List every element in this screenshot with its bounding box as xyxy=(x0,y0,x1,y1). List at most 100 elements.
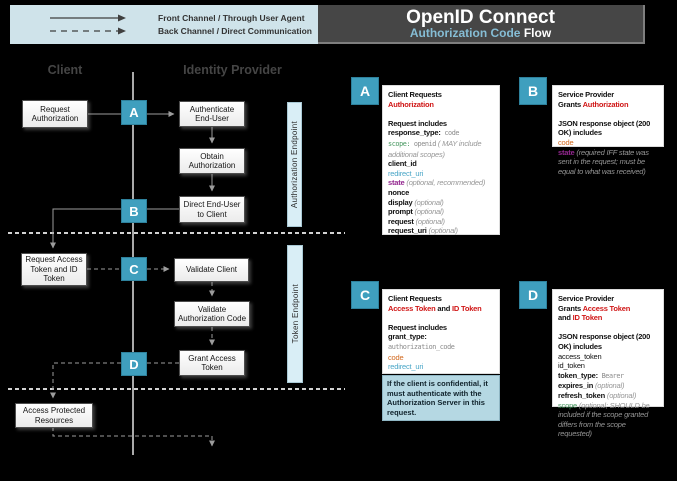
token-endpoint-label: Token Endpoint xyxy=(290,284,300,344)
panel-text-line: request (optional) xyxy=(388,217,495,227)
panel-text-span: nonce xyxy=(388,187,410,197)
panel-text-line: refresh_token (optional) xyxy=(558,391,659,401)
panel-text-span: Authorization xyxy=(388,99,434,109)
panel-text-line: Request includes xyxy=(388,119,495,129)
panel-text-span: Grants xyxy=(558,303,583,313)
legend-front-channel-row: Front Channel / Through User Agent xyxy=(48,13,318,23)
panel-text-span: Client Requests xyxy=(388,90,442,99)
panel-text-span: Authorization xyxy=(582,99,629,109)
panel-text-span: refresh_token xyxy=(558,390,606,400)
panel-text-line: access_token xyxy=(558,352,659,362)
panel-text-span: (optional) xyxy=(412,207,444,217)
panel-marker-a: A xyxy=(351,77,379,105)
panel-text-span: (optional) xyxy=(413,216,445,226)
panel-text-span: code xyxy=(558,137,574,147)
panel-text-line: id_token xyxy=(558,361,659,371)
panel-text-span: authorization_code xyxy=(388,342,455,351)
panel-text-line xyxy=(558,109,659,119)
panel-text-line: scope: openid ( MAY include additional s… xyxy=(388,139,495,159)
panel-text-span: (optional) xyxy=(593,381,625,391)
panel-text-line: request_uri (optional) xyxy=(388,226,495,236)
panel-text-line: code xyxy=(388,353,495,363)
panel-text-span: expires_in xyxy=(558,381,594,391)
flow-box-validate-client: Validate Client xyxy=(174,258,249,282)
title-banner: OpenID Connect Authorization Code Flow xyxy=(318,5,645,44)
panel-text-span: redirect_uri xyxy=(388,168,424,178)
panel-text-line: JSON response object (200 OK) includes xyxy=(558,332,659,351)
panel-text-line: Client Requests xyxy=(388,90,495,100)
panel-text-line: JSON response object (200 OK) includes xyxy=(558,119,659,138)
panel-text-line: grant_type: xyxy=(388,332,495,342)
panel-text-span: and xyxy=(558,313,573,323)
page-title: OpenID Connect xyxy=(406,6,555,28)
panel-text-span: redirect_uri xyxy=(388,362,424,372)
legend-front-channel-label: Front Channel / Through User Agent xyxy=(158,13,305,23)
page-subtitle: Authorization Code Flow xyxy=(409,25,552,40)
panel-text-line: Grants Authorization xyxy=(558,100,659,110)
panel-text-line: Client Requests xyxy=(388,294,495,304)
panel-text-line: prompt (optional) xyxy=(388,207,495,217)
panel-text-span: Grants xyxy=(558,99,583,109)
panel-text-span: ID Token xyxy=(452,303,482,313)
panel-text-span: JSON response object (200 OK) includes xyxy=(558,332,651,351)
panel-text-span: code xyxy=(440,129,460,138)
panel-text-line: response_type: code xyxy=(388,128,495,139)
panel-text-span: Access Token xyxy=(388,303,436,313)
panel-text-span: Access Token xyxy=(582,303,631,313)
panel-text-line: state (required IFF state was sent in th… xyxy=(558,148,659,177)
step-marker-d: D xyxy=(121,352,147,376)
flow-box-access-protected-resources: Access Protected Resources xyxy=(15,403,93,428)
panel-text-line: redirect_uri xyxy=(388,169,495,179)
panel-text-span: access_token xyxy=(558,351,602,361)
panel-text-span: request_uri xyxy=(388,226,427,236)
legend: Front Channel / Through User Agent Back … xyxy=(10,5,318,44)
panel-text-line: client_id xyxy=(388,159,495,169)
panel-text-span: Service Provider xyxy=(558,294,615,303)
panel-text-line: scope (optional; SHOULD be included if t… xyxy=(558,401,659,439)
panel-text-span: openid xyxy=(410,139,437,148)
panel-text-line: token_type: Bearer xyxy=(558,371,659,382)
legend-back-channel-label: Back Channel / Direct Communication xyxy=(158,26,312,36)
token-endpoint-bar: Token Endpoint xyxy=(287,245,303,383)
flow-box-direct-end-user: Direct End-User to Client xyxy=(179,196,245,223)
panel-text-span: (optional) xyxy=(412,197,444,207)
panel-text-line: Access Token and ID Token xyxy=(388,304,495,314)
panel-text-span: prompt xyxy=(388,207,413,217)
panel-text-span: ( MAY include additional scopes) xyxy=(388,138,482,159)
panel-text-span: JSON response object (200 OK) includes xyxy=(558,118,651,138)
panel-text-span: (optional, recommended) xyxy=(404,178,486,188)
panel-text-line: nonce xyxy=(388,188,495,198)
step-marker-a: A xyxy=(121,100,147,125)
panel-text-line: expires_in (optional) xyxy=(558,381,659,391)
dashed-arrow-icon xyxy=(50,27,126,35)
authorization-endpoint-bar: Authorization Endpoint xyxy=(287,102,302,227)
panel-text-line: Service Provider xyxy=(558,294,659,304)
flow-box-authenticate-end-user: Authenticate End-User xyxy=(179,101,245,127)
panel-text-line xyxy=(388,313,495,323)
solid-arrow-icon xyxy=(50,14,126,22)
connector-b-to-request-tokens xyxy=(50,208,121,249)
panel-text-span: Bearer xyxy=(597,371,625,380)
panel-text-line: Request includes xyxy=(388,323,495,333)
panel-text-line: authorization_code xyxy=(388,342,495,353)
panel-text-span: (required IFF state was sent in the requ… xyxy=(558,147,649,176)
panel-text-span: grant_type: xyxy=(388,332,427,342)
subtitle-accent: Authorization Code xyxy=(409,25,521,40)
panel-marker-b: B xyxy=(519,77,547,105)
step-marker-b: B xyxy=(121,199,147,223)
subtitle-rest: Flow xyxy=(520,25,552,40)
panel-text-span: code xyxy=(388,352,404,362)
panel-text-line: Grants Access Token xyxy=(558,304,659,314)
panel-text-line xyxy=(388,109,495,119)
panel-text-line: code xyxy=(558,138,659,148)
panel-text-span: and xyxy=(435,303,453,313)
panel-text-span: (optional) xyxy=(426,226,458,236)
panel-text-span: Client Requests xyxy=(388,294,442,303)
panel-text-span: display xyxy=(388,197,413,207)
panel-text-line: and ID Token xyxy=(558,313,659,323)
panel-text-span: ID Token xyxy=(572,313,603,323)
